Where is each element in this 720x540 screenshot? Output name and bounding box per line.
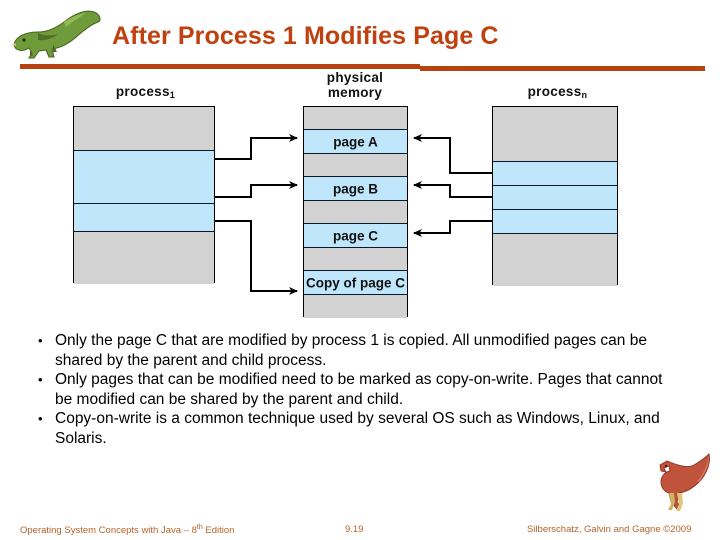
- bullet-item: • Only pages that can be modified need t…: [38, 370, 678, 409]
- arrow-process1-to-page-a: [215, 134, 298, 160]
- processn-row-2: [493, 186, 617, 210]
- physical-memory-row-8: [304, 295, 407, 318]
- red-dinosaur-logo-icon: [659, 453, 710, 511]
- physical-memory-row-4: [304, 201, 407, 224]
- physical-memory-column: page A page B page C Copy of page C: [303, 106, 408, 318]
- arrow-process1-to-copy-of-page-c: [215, 220, 298, 295]
- arrow-process1-to-page-b: [215, 181, 298, 198]
- arrow-processn-to-page-c: [413, 220, 492, 237]
- bullet-list: • Only the page C that are modified by p…: [38, 331, 678, 448]
- process1-row-3: [74, 232, 214, 284]
- bullet-text: Only pages that can be modified need to …: [55, 371, 663, 408]
- process1-label: process1: [115, 84, 176, 100]
- footer-copyright: Silberschatz, Galvin and Gagne ©2009: [527, 524, 692, 535]
- physical-memory-row-page-c: page C: [304, 224, 407, 248]
- processn-row-4: [493, 234, 617, 286]
- bullet-text: Copy-on-write is a common technique used…: [55, 410, 660, 447]
- process1-row-2: [74, 204, 214, 232]
- arrow-processn-to-page-b: [413, 181, 492, 198]
- physical-memory-row-0: [304, 107, 407, 130]
- bullet-marker-icon: •: [38, 411, 43, 426]
- page-title: After Process 1 Modifies Page C: [112, 22, 499, 50]
- physical-memory-row-page-b: page B: [304, 177, 407, 201]
- physical-memory-row-copy-of-page-c: Copy of page C: [304, 271, 407, 295]
- bullet-marker-icon: •: [38, 372, 43, 387]
- title-divider-right: [420, 66, 705, 71]
- processn-memory-column: [492, 106, 618, 286]
- title-divider-left: [20, 64, 420, 69]
- bullet-marker-icon: •: [38, 333, 43, 348]
- process1-row-1: [74, 151, 214, 204]
- process1-memory-column: [73, 106, 215, 284]
- physical-memory-row-2: [304, 154, 407, 177]
- footer-page-number: 9.19: [345, 524, 364, 535]
- bullet-text: Only the page C that are modified by pro…: [55, 332, 647, 369]
- processn-row-3: [493, 210, 617, 234]
- processn-label: processn: [527, 84, 588, 100]
- physical-memory-row-page-a: page A: [304, 130, 407, 154]
- bullet-item: • Copy-on-write is a common technique us…: [38, 409, 678, 448]
- physical-memory-row-6: [304, 248, 407, 271]
- arrow-processn-to-page-a: [413, 134, 492, 174]
- green-dinosaur-logo-icon: [11, 10, 101, 59]
- bullet-item: • Only the page C that are modified by p…: [38, 331, 678, 370]
- processn-row-1: [493, 162, 617, 186]
- process1-row-0: [74, 107, 214, 151]
- footer-edition: Operating System Concepts with Java – 8t…: [20, 524, 235, 537]
- mapping-arrows: [215, 134, 492, 295]
- physical-memory-label: physical memory: [326, 70, 384, 100]
- copy-on-write-diagram: process1 physical memory processn page A…: [0, 66, 720, 328]
- processn-row-0: [493, 107, 617, 162]
